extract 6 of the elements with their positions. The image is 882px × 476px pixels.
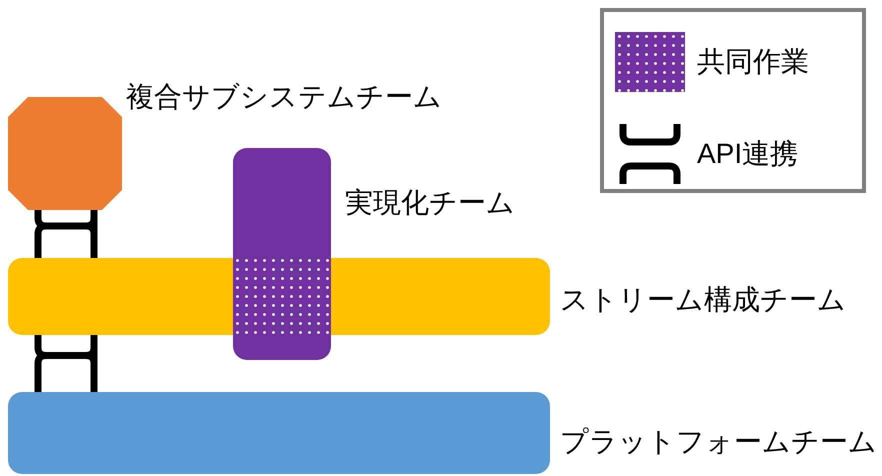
team-label: プラットフォームチーム — [560, 425, 877, 459]
legend-label: API連携 — [697, 137, 798, 171]
legend-label: 共同作業 — [697, 45, 809, 79]
team-label: 実現化チーム — [345, 186, 515, 220]
team-label: 複合サブシステムチーム — [126, 80, 442, 114]
team-label: ストリーム構成チーム — [560, 283, 846, 317]
